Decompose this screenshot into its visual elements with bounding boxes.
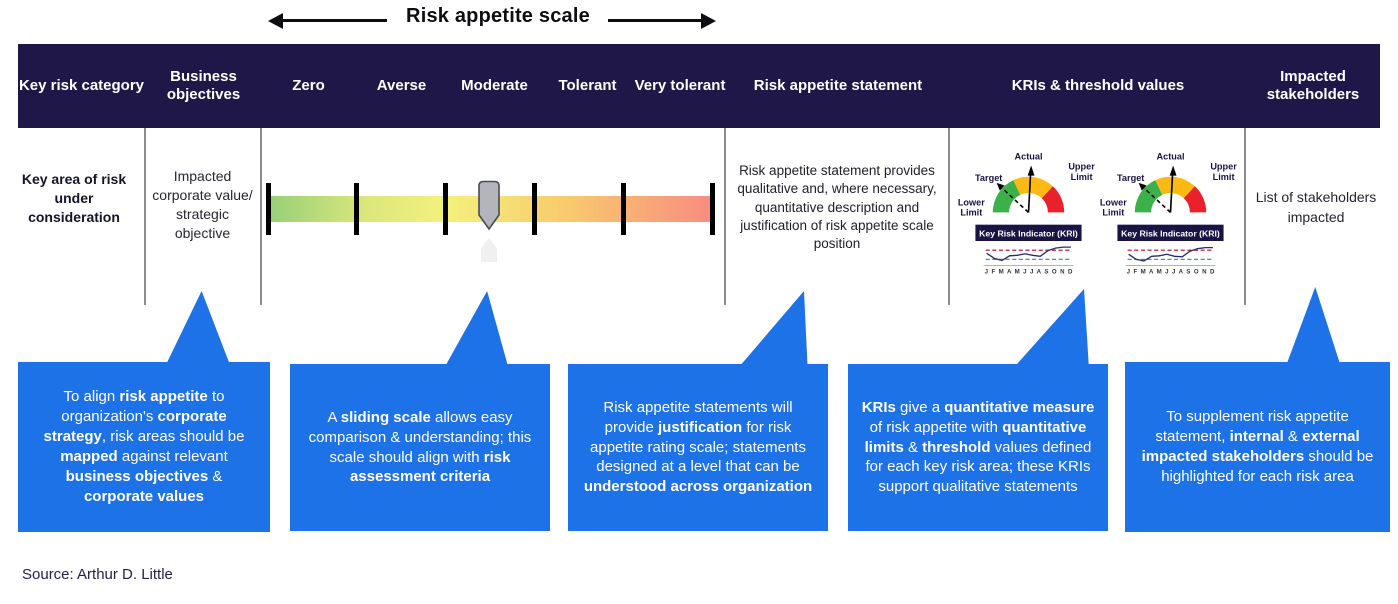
gauge-lower-label2: Limit xyxy=(960,207,982,217)
arrow-left-icon xyxy=(268,12,283,29)
gauge-green-segment xyxy=(992,180,1021,213)
divider xyxy=(724,128,726,305)
gauge-actual-label: Actual xyxy=(1014,151,1042,161)
callout-text: A sliding scale allows easy comparison &… xyxy=(308,408,532,486)
target-arrow-head xyxy=(1138,182,1147,191)
sparkline-actual xyxy=(986,246,1071,262)
gauge-upper-label: Upper xyxy=(1210,162,1237,172)
actual-needle xyxy=(1027,174,1032,213)
actual-needle-head xyxy=(1169,165,1177,176)
callout-box-statement: Risk appetite statements will provide ju… xyxy=(568,364,828,531)
scale-arrow-left-shaft xyxy=(283,19,387,22)
header-risk-appetite-statement: Risk appetite statement xyxy=(753,77,923,94)
divider xyxy=(144,128,146,305)
scale-tick xyxy=(443,183,449,235)
sparkline-actual xyxy=(1128,246,1213,262)
risk-appetite-statement-text: Risk appetite statement provides qualita… xyxy=(737,163,937,252)
scale-tick xyxy=(265,183,271,235)
scale-tick xyxy=(354,183,360,235)
header-band: Key risk category Business objectives Ze… xyxy=(18,44,1380,128)
header-key-risk-category: Key risk category xyxy=(18,77,145,94)
callout-text: To align risk appetite to organization's… xyxy=(43,388,245,505)
gauge-upper-label2: Limit xyxy=(1213,172,1235,182)
gauge-lower-label: Lower xyxy=(958,197,985,207)
callout-box-stakeholders: To supplement risk appetite statement, i… xyxy=(1125,362,1390,532)
header-impacted-stakeholders: Impacted stakeholders xyxy=(1266,68,1360,103)
callout-box-business-objectives: To align risk appetite to organization's… xyxy=(18,362,270,532)
callout-pointer-4 xyxy=(1015,289,1089,366)
gauge-yellow-segment xyxy=(1013,176,1053,199)
header-scale-averse: Averse xyxy=(376,77,427,94)
kri-gauge-1: Actual Upper Limit Target Lower Limit Ke… xyxy=(958,151,1095,276)
gauge-upper-label: Upper xyxy=(1068,162,1095,172)
sparkline-months: J F M A M J J A S O N D xyxy=(1127,269,1215,276)
gauge-red-segment xyxy=(1183,186,1207,213)
divider xyxy=(260,128,262,305)
header-business-objectives: Business objectives xyxy=(166,68,241,103)
gauge-yellow-segment xyxy=(1155,176,1195,199)
callout-text: KRIs give a quantitative measure of risk… xyxy=(861,398,1095,496)
gauge-target-label: Target xyxy=(1117,173,1144,183)
callout-text: To supplement risk appetite statement, i… xyxy=(1141,408,1374,485)
stakeholders-text: List of stakeholders impacted xyxy=(1255,189,1377,225)
actual-needle xyxy=(1169,174,1174,213)
divider xyxy=(1244,128,1246,305)
scale-tick xyxy=(709,183,715,235)
sparkline-months: J F M A M J J A S O N D xyxy=(985,269,1073,276)
kri-banner-label: Key Risk Indicator (KRI) xyxy=(979,228,1078,238)
header-scale-zero: Zero xyxy=(292,77,325,94)
callout-text: Risk appetite statements will provide ju… xyxy=(583,398,813,496)
page-title: Risk appetite scale xyxy=(406,5,590,27)
pointer-reflection xyxy=(481,238,497,262)
header-scale-moderate: Moderate xyxy=(461,77,528,94)
header-scale-tolerant: Tolerant xyxy=(558,77,617,94)
gauge-green-segment xyxy=(1134,180,1163,213)
gauge-target-label: Target xyxy=(975,173,1002,183)
callout-box-sliding-scale: A sliding scale allows easy comparison &… xyxy=(290,364,550,531)
target-arrow-head xyxy=(996,182,1005,191)
kri-banner xyxy=(975,224,1082,242)
target-dashed-arrow xyxy=(1001,187,1030,214)
scale-arrow-right-shaft xyxy=(608,19,702,22)
gauge-red-segment xyxy=(1041,186,1065,213)
kri-banner-label: Key Risk Indicator (KRI) xyxy=(1121,228,1220,238)
divider xyxy=(948,128,950,305)
callout-pointer-3 xyxy=(739,291,808,366)
gauge-upper-label2: Limit xyxy=(1071,172,1093,182)
business-objective-text: Impacted corporate value/ strategic obje… xyxy=(152,168,253,241)
source-attribution: Source: Arthur D. Little xyxy=(22,566,173,583)
callout-pointer-1 xyxy=(166,291,230,364)
gauge-lower-label: Lower xyxy=(1100,197,1127,207)
kri-gauge-2: Actual Upper Limit Target Lower Limit Ke… xyxy=(1100,151,1237,276)
gauge-lower-label2: Limit xyxy=(1102,207,1124,217)
target-dashed-arrow xyxy=(1143,187,1172,214)
gauge-actual-label: Actual xyxy=(1156,151,1184,161)
key-risk-area-text: Key area of risk under consideration xyxy=(21,171,127,225)
actual-needle-head xyxy=(1027,165,1035,176)
header-scale-very-tolerant: Very tolerant xyxy=(634,77,726,94)
callout-pointer-5 xyxy=(1286,287,1341,364)
scale-slider-pointer[interactable] xyxy=(476,179,502,233)
kri-banner xyxy=(1117,224,1224,242)
scale-tick xyxy=(531,183,537,235)
callout-pointer-2 xyxy=(445,291,508,366)
arrow-right-icon xyxy=(701,12,716,29)
scale-tick xyxy=(620,183,626,235)
callout-box-kris: KRIs give a quantitative measure of risk… xyxy=(848,364,1108,531)
header-kris-threshold-values: KRIs & threshold values xyxy=(1011,77,1185,94)
